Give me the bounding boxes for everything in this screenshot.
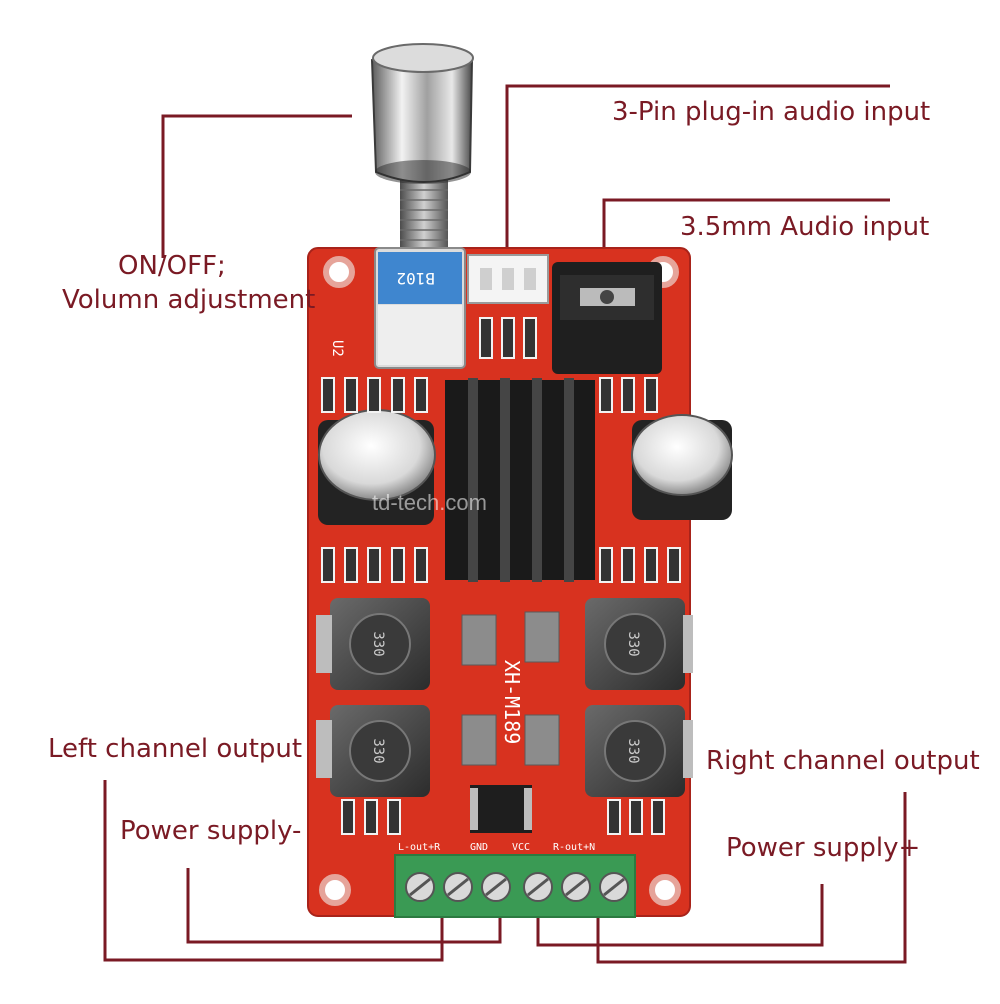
terminal-label-vcc: VCC	[512, 842, 530, 853]
electrolytic-capacitor-left	[318, 409, 436, 525]
label-power-supply-minus: Power supply-	[120, 816, 302, 846]
leader-power-minus	[186, 868, 502, 944]
leader-power-plus	[536, 884, 824, 947]
leader-onoff	[161, 114, 352, 258]
leader-lines	[103, 84, 907, 964]
label-volume-adjustment: Volumn adjustment	[62, 285, 316, 315]
smd-components	[321, 317, 681, 835]
leader-left-channel	[103, 780, 444, 962]
silk-module-id: U2	[329, 340, 345, 357]
silk-pot-code: B102	[396, 269, 435, 288]
volume-potentiometer	[370, 43, 474, 369]
silk-model: XH-M189	[500, 660, 524, 744]
three-pin-connector	[467, 254, 549, 304]
inductors	[316, 598, 693, 797]
heatsink	[445, 378, 595, 582]
filter-capacitors	[461, 611, 560, 766]
leader-right-channel	[596, 792, 907, 964]
label-onoff: ON/OFF;	[118, 251, 226, 281]
label-left-channel-output: Left channel output	[48, 734, 303, 764]
label-three-pin-input: 3-Pin plug-in audio input	[612, 97, 931, 127]
watermark: td-tech.com	[372, 490, 487, 515]
leader-three-pin	[505, 84, 890, 258]
diode	[470, 785, 532, 833]
screw-terminal	[394, 854, 636, 918]
leader-audio-35	[602, 198, 890, 258]
label-audio-35-input: 3.5mm Audio input	[680, 212, 930, 242]
label-power-supply-plus: Power supply+	[726, 833, 921, 863]
silk-inductor-1: 330	[370, 631, 386, 656]
silk-inductor-3: 330	[625, 631, 641, 656]
terminal-label-rout: R-out+N	[553, 842, 595, 853]
terminal-label-gnd: GND	[470, 842, 488, 853]
silk-inductor-4: 330	[625, 738, 641, 763]
terminal-label-lout: L-out+R	[398, 842, 441, 853]
audio-jack-35	[552, 262, 662, 374]
label-right-channel-output: Right channel output	[706, 746, 980, 776]
silk-inductor-2: 330	[370, 738, 386, 763]
electrolytic-capacitor-right	[631, 414, 733, 520]
